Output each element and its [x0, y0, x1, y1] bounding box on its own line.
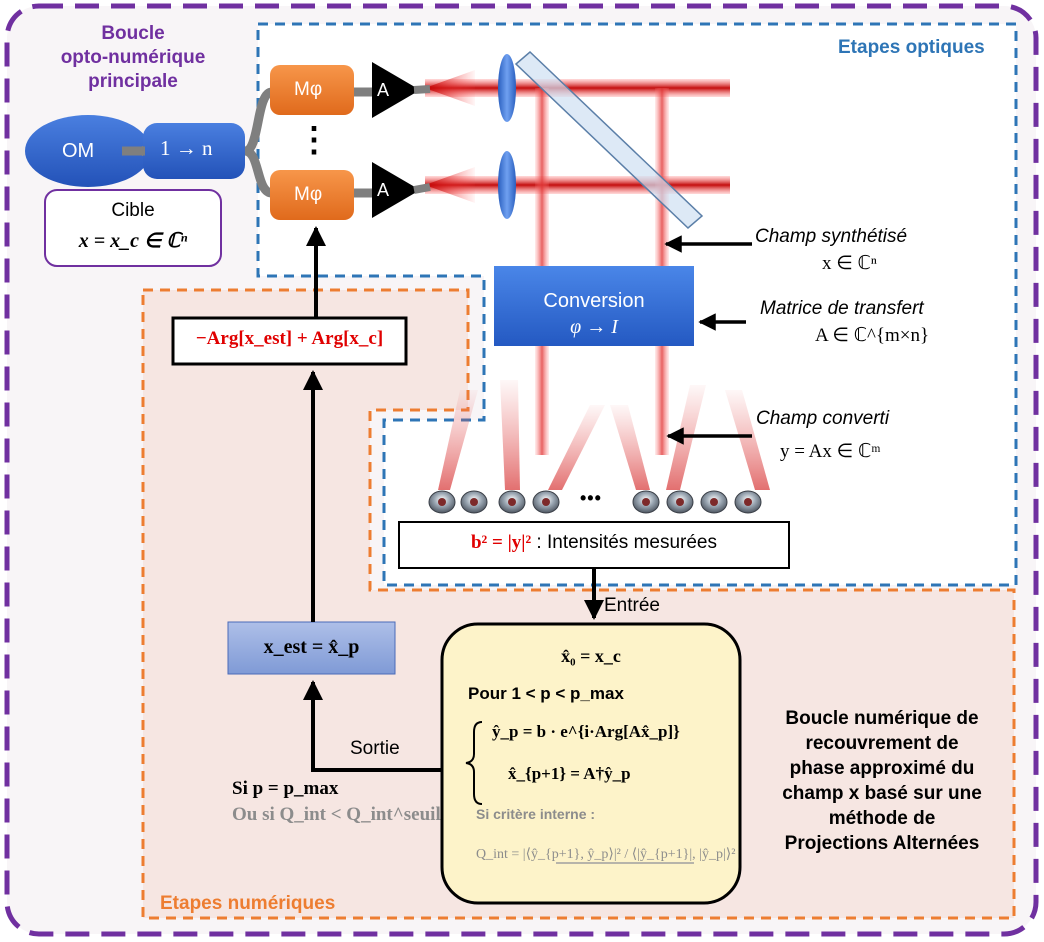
champ-conv-title: Champ converti	[756, 408, 890, 429]
detector	[632, 490, 660, 514]
champ-synth-formula: x ∈ ℂⁿ	[822, 253, 877, 274]
matrice-title: Matrice de transfert	[760, 298, 924, 319]
amplifier-top	[372, 62, 420, 118]
channel-ellipsis: ⋮	[297, 121, 331, 159]
algo-desc-line1: Boucle numérique de	[785, 708, 979, 729]
outer-title-line1: Boucle	[101, 23, 165, 44]
lens-bottom	[498, 151, 516, 219]
modulator-top-label: Mφ	[294, 79, 323, 100]
phase-modulator-top	[270, 65, 354, 115]
beam-splitter-plate	[514, 50, 704, 230]
intensity-box	[398, 521, 790, 569]
algo-desc-line4: champ x basé sur une	[782, 783, 982, 804]
beam-conv-2	[500, 380, 520, 490]
algo-desc-line2: recouvrement de	[805, 733, 959, 754]
beam-conv-3	[548, 405, 605, 490]
detector	[428, 490, 456, 514]
target-box	[44, 189, 222, 267]
detector	[700, 490, 728, 514]
om-source	[25, 115, 151, 187]
amplifier-bottom-label: A	[377, 180, 390, 200]
lens-top	[498, 54, 516, 122]
phase-modulator-bottom	[270, 170, 354, 220]
sortie-label: Sortie	[350, 738, 400, 759]
algo-crit-formula: Q_int = |⟨ŷ_{p+1}, ŷ_p⟩|² / ⟨|ŷ_{p+1}|, …	[476, 847, 736, 862]
om-label: OM	[62, 140, 95, 162]
detector	[498, 490, 526, 514]
beam-v1	[535, 88, 549, 266]
intensity-label: : Intensités mesurées	[531, 532, 718, 553]
stop-condition-2: Ou si Q_int < Q_int^seuil	[232, 804, 441, 825]
outer-title-line3: principale	[88, 71, 178, 92]
matrice-formula: A ∈ ℂ^{m×n}	[815, 325, 930, 346]
target-formula: x = x_c ∈ ℂⁿ	[78, 230, 188, 252]
outer-loop-title: Boucle opto-numérique principale	[60, 22, 206, 94]
stop-condition-1: Si p = p_max	[232, 778, 339, 799]
digital-zone-frame	[141, 288, 1016, 920]
detector	[734, 490, 762, 514]
detector	[460, 490, 488, 514]
algo-loop: Pour 1 < p < p_max	[468, 684, 624, 703]
beam-fan-bottom	[425, 167, 475, 203]
algo-crit-label: Si critère interne :	[476, 806, 596, 822]
phase-update-box	[171, 316, 408, 366]
fiber-amp-out-top	[413, 85, 431, 94]
phase-update-formula: −Arg[x_est] + Arg[x_c]	[195, 328, 384, 349]
algo-eq2: x̂_{p+1} = A†ŷ_p	[508, 764, 631, 783]
beam-v2-out	[655, 345, 669, 455]
conversion-sub: φ → I	[570, 316, 618, 338]
conversion-box	[494, 266, 694, 346]
algo-desc-line5: méthode de	[828, 808, 936, 829]
intensity-label-row: b² = |y|² : Intensités mesurées	[399, 532, 789, 554]
detector-array	[428, 490, 762, 514]
fiber-to-mod-bottom	[243, 146, 274, 198]
outer-title-line2: opto-numérique	[60, 47, 206, 68]
intensity-formula: b² = |y|²	[470, 532, 532, 553]
entree-label: Entrée	[604, 595, 660, 616]
detector	[532, 490, 560, 514]
algo-init: x̂₀ = x_c	[561, 646, 621, 666]
splitter-box	[143, 123, 245, 179]
conversion-title: Conversion	[543, 290, 645, 312]
target-title: Cible	[111, 200, 155, 221]
beam-fan-top	[425, 70, 475, 106]
beam-conv-1	[438, 390, 478, 490]
detector-ellipsis: •••	[580, 488, 602, 508]
splitter-label: 1 → n	[160, 136, 213, 160]
algo-desc-line3: phase approximé du	[789, 758, 975, 779]
beam-v1-out	[535, 345, 549, 455]
amplifier-top-label: A	[377, 80, 390, 100]
optical-steps-label: Etapes optiques	[838, 37, 985, 58]
estimate-formula: x_est = x̂_p	[263, 636, 360, 658]
arrow-sortie	[303, 680, 442, 772]
digital-steps-label: Etapes numériques	[160, 893, 336, 914]
algo-eq1: ŷ_p = b · e^{i·Arg[Ax̂_p]}	[492, 722, 680, 741]
modulator-bottom-label: Mφ	[294, 184, 323, 205]
amplifier-bottom	[372, 162, 420, 218]
beam-conv-6	[725, 390, 770, 490]
algorithm-description: Boucle numérique de recouvrement de phas…	[750, 706, 1014, 856]
algorithm-box	[440, 622, 742, 905]
beam-conv-4	[610, 405, 650, 490]
algo-brace	[465, 721, 483, 805]
fiber-amp-out-bottom	[413, 183, 431, 194]
estimate-box	[227, 621, 396, 675]
champ-conv-formula: y = Ax ∈ ℂᵐ	[780, 441, 881, 462]
detector	[666, 490, 694, 514]
champ-synth-title: Champ synthétisé	[755, 226, 908, 247]
algo-desc-line6: Projections Alternées	[784, 833, 980, 854]
